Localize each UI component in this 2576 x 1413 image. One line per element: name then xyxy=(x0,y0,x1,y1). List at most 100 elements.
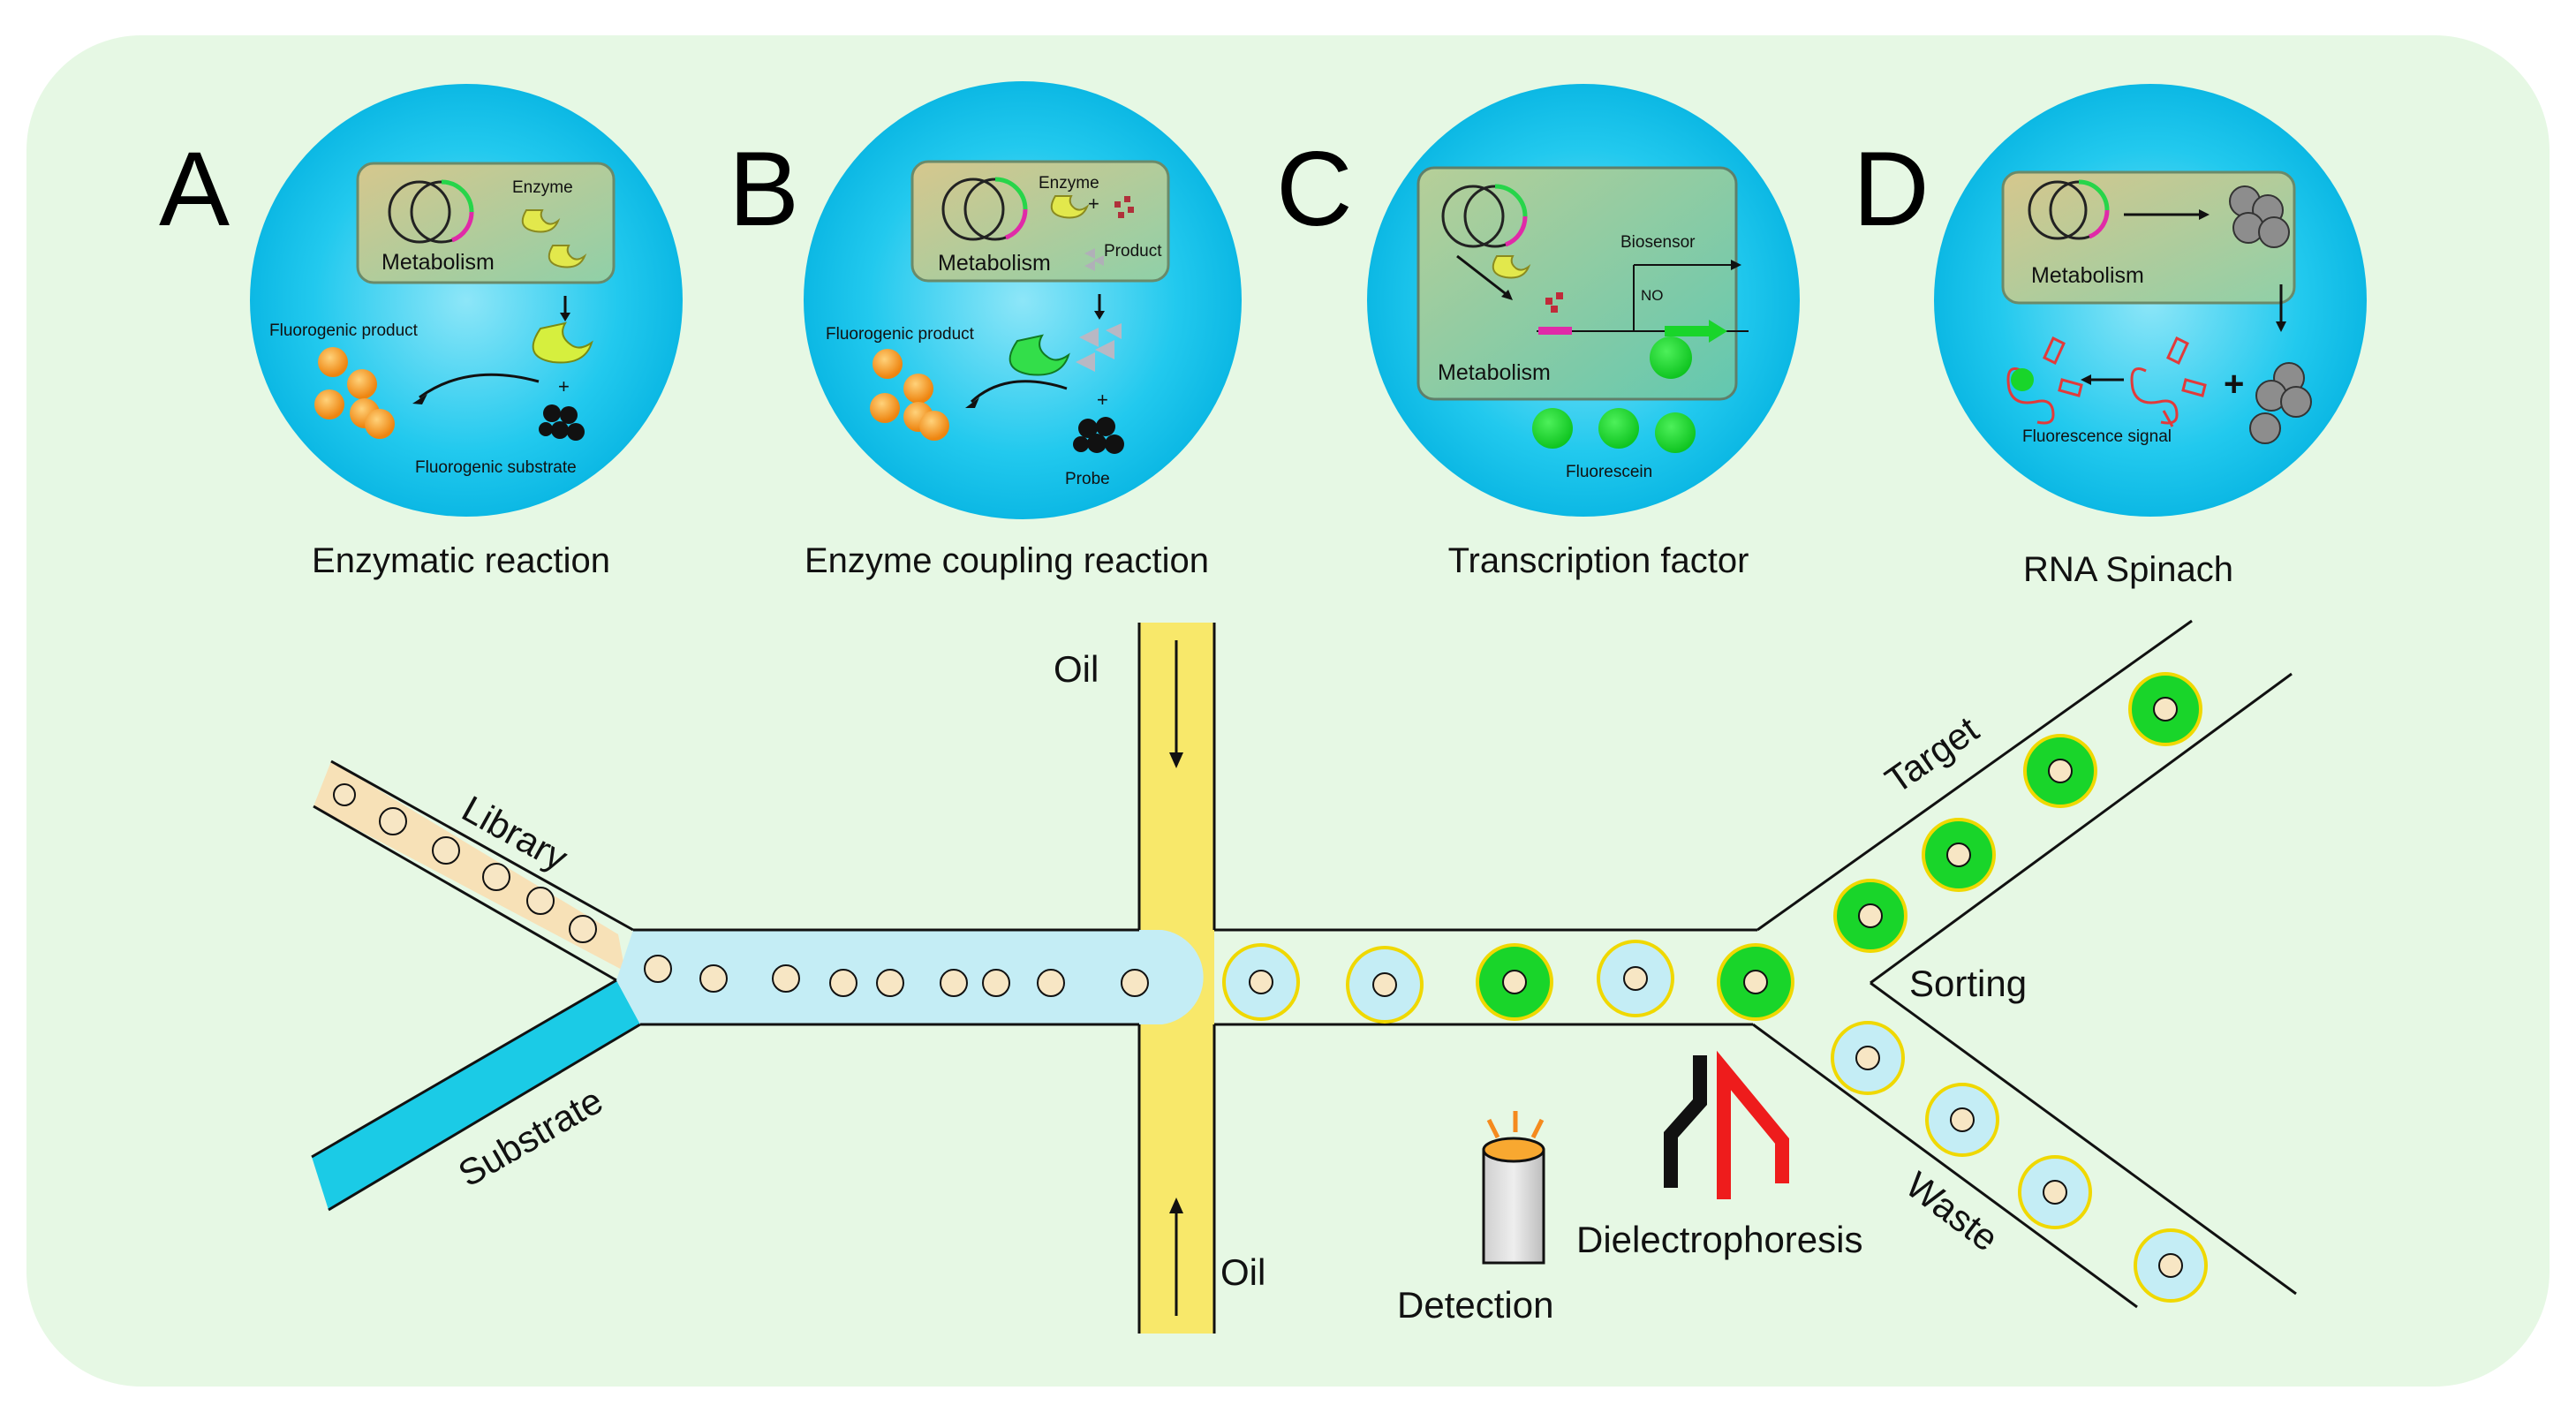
cell-droplet xyxy=(699,964,728,993)
cell-droplet xyxy=(333,783,356,806)
panel-c-operator xyxy=(1538,327,1572,335)
cell-droplet xyxy=(379,807,407,835)
enzyme-icon xyxy=(1008,334,1070,376)
panel-d: D Metabolism + xyxy=(1853,84,2367,589)
panel-b-plus: + xyxy=(1097,389,1108,411)
product-molecule-icon xyxy=(1076,323,1122,372)
sorting-label: Sorting xyxy=(1909,963,2027,1004)
panel-b-metabolism-box xyxy=(910,160,1170,283)
emulsion-droplet xyxy=(1831,1021,1905,1095)
target-channel-wall xyxy=(1756,619,2193,932)
detection-label: Detection xyxy=(1397,1284,1553,1326)
panel-a-enzyme-label: Enzyme xyxy=(512,178,573,197)
library-droplets xyxy=(333,783,597,943)
panel-c-no-label: NO xyxy=(1641,287,1664,304)
merged-channel-tip xyxy=(1139,930,1204,1024)
oil-top-label: Oil xyxy=(1054,648,1099,690)
plasmid-icon xyxy=(1441,184,1528,248)
cell-droplet xyxy=(982,969,1010,997)
emulsion-droplet xyxy=(1222,943,1300,1021)
fluorescent-protein-icon xyxy=(1650,336,1692,379)
fluorescent-droplet xyxy=(1833,879,1907,953)
cell-droplet xyxy=(1121,969,1149,997)
cell-droplet xyxy=(829,969,857,997)
plasmid-icon xyxy=(388,179,474,244)
reporter-gene-arrow xyxy=(1665,320,1727,343)
panel-c-caption: Transcription factor xyxy=(1448,541,1749,580)
cell-droplet xyxy=(569,915,597,943)
product-molecule-icon xyxy=(1084,248,1104,271)
fluorescent-droplet xyxy=(1476,943,1553,1021)
enzyme-icon xyxy=(548,245,587,268)
fluorescent-emulsion-droplets xyxy=(1476,672,2202,1021)
panel-b-bubble xyxy=(804,81,1242,519)
fluorescein-icon xyxy=(1532,408,1696,453)
panel-c-metabolism-box xyxy=(1416,166,1738,401)
emulsion-droplet xyxy=(1925,1083,1999,1157)
panel-a-product-label: Fluorogenic product xyxy=(269,321,419,340)
panel-b-letter: B xyxy=(729,130,799,248)
panel-a-substrate-label: Fluorogenic substrate xyxy=(415,458,577,477)
spinach-fluorescence-icon xyxy=(2006,336,2083,425)
empty-emulsion-droplets xyxy=(1222,940,2208,1303)
enzyme-icon xyxy=(1492,255,1531,279)
emulsion-droplet xyxy=(2018,1155,2092,1229)
panel-b-caption: Enzyme coupling reaction xyxy=(805,541,1209,580)
enzyme-icon xyxy=(532,321,593,364)
panel-a-bubble xyxy=(250,84,683,517)
metabolite-cluster-icon xyxy=(2249,362,2312,444)
merged-droplets xyxy=(644,955,1149,997)
probe-icon xyxy=(1073,417,1124,454)
electrode-icon xyxy=(1664,1050,1789,1199)
panel-d-metabolism-box xyxy=(2001,170,2296,305)
emulsion-droplet xyxy=(1597,940,1674,1017)
substrate-channel xyxy=(312,980,640,1210)
oil-bottom-label: Oil xyxy=(1220,1251,1265,1293)
cell-droplet xyxy=(644,955,672,983)
fluorescent-droplet xyxy=(2128,672,2202,746)
panel-b-probe-label: Probe xyxy=(1065,470,1110,488)
panel-c-metabolism-label: Metabolism xyxy=(1438,360,1551,385)
panel-a: A Metabolism Enzyme + Fluorogenic produc… xyxy=(159,84,683,580)
cell-droplet xyxy=(772,964,800,993)
panel-b-product-label: Fluorogenic product xyxy=(826,325,975,344)
emulsion-droplet xyxy=(1346,946,1424,1024)
panel-a-plus: + xyxy=(558,375,570,397)
detector-icon xyxy=(1482,1111,1545,1265)
fluorogenic-substrate-icon xyxy=(539,404,585,441)
panel-a-letter: A xyxy=(159,130,230,248)
cell-droplet xyxy=(526,887,555,915)
fluorogenic-product-icon xyxy=(314,347,395,439)
panel-a-caption: Enzymatic reaction xyxy=(312,541,610,580)
panel-d-letter: D xyxy=(1853,130,1930,248)
emulsion-droplet xyxy=(2134,1228,2208,1303)
panel-b-plus-top: + xyxy=(1088,193,1099,215)
plasmid-icon xyxy=(941,177,1028,241)
waste-channel-wall xyxy=(1752,1023,2138,1309)
panel-c-biosensor-label: Biosensor xyxy=(1620,233,1696,252)
metabolite-cluster-icon xyxy=(2229,185,2290,248)
panel-c-fluorescein-label: Fluorescein xyxy=(1566,463,1652,481)
panel-d-signal-label: Fluorescence signal xyxy=(2022,427,2172,446)
fluorescent-droplet xyxy=(1922,818,1996,892)
cell-droplet xyxy=(482,863,510,891)
panel-b-metabolism-label: Metabolism xyxy=(938,251,1051,276)
panel-a-reaction-arrow xyxy=(419,373,540,399)
fluorescent-droplet xyxy=(2023,734,2097,808)
fluorogenic-product-icon xyxy=(870,349,949,441)
panel-c-diagonal-arrow xyxy=(1456,254,1509,298)
panel-d-metabolism-label: Metabolism xyxy=(2031,263,2144,288)
plasmid-icon xyxy=(2028,179,2110,240)
panel-b-enzyme-label: Enzyme xyxy=(1039,174,1099,193)
dielectrophoresis-label: Dielectrophoresis xyxy=(1576,1219,1862,1260)
enzyme-icon xyxy=(521,209,561,233)
cell-droplet xyxy=(1037,969,1065,997)
enzyme-icon xyxy=(1050,195,1090,219)
panel-a-metabolism-label: Metabolism xyxy=(381,250,495,275)
cell-droplet xyxy=(432,836,460,865)
panel-c-letter: C xyxy=(1276,130,1353,248)
panel-b: B Enzyme + Metabolism Product xyxy=(729,81,1242,580)
panel-c: C Biosensor NO Metabolism xyxy=(1276,84,1800,580)
inducer-molecule-icon xyxy=(1545,292,1563,313)
